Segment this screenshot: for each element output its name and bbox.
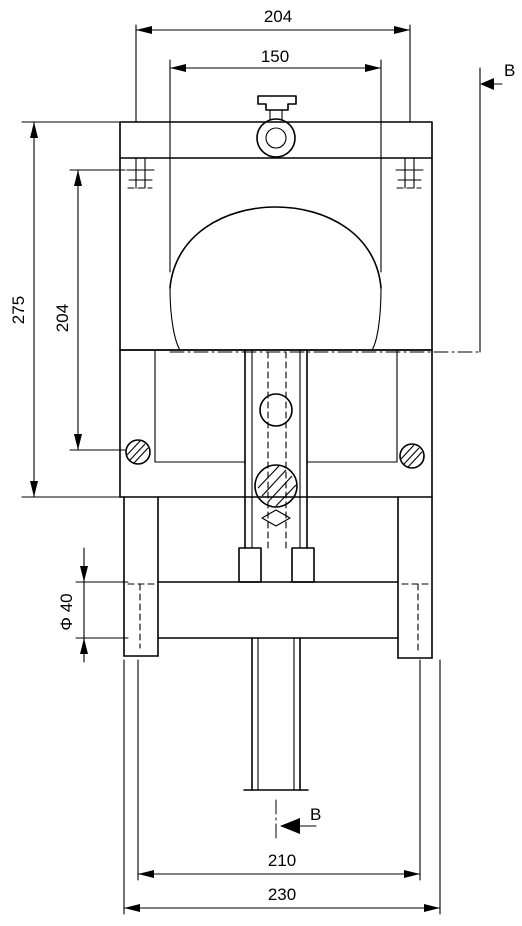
side-pin-left [125, 439, 151, 465]
lifting-eye [256, 95, 297, 158]
dimension-left-outer: 275 [9, 121, 131, 498]
section-marker-bottom: B [275, 799, 321, 839]
dimension-bottom-inner: 210 [137, 659, 421, 881]
dimension-label-bottom-inner: 210 [268, 851, 296, 870]
dimension-top-inner: 150 [169, 47, 382, 273]
middle-frame [119, 349, 433, 498]
dimension-bolt-diameter: Φ 40 [57, 547, 129, 663]
dimension-label-top-outer: 204 [264, 7, 292, 26]
drum [169, 206, 382, 351]
center-column [244, 349, 308, 549]
mounting-bolt-top-right [395, 157, 424, 189]
side-pin-right [399, 443, 425, 469]
dimension-label-bolt: Φ 40 [57, 593, 76, 630]
dimension-top-outer: 204 [135, 7, 411, 123]
bolt-crossbar [157, 581, 399, 639]
dimension-label-left-outer: 275 [9, 296, 28, 324]
dimension-label-top-inner: 150 [261, 47, 289, 66]
dimension-label-bottom-outer: 230 [268, 885, 296, 904]
mounting-bolt-top-left [126, 157, 155, 189]
upper-housing [119, 121, 433, 351]
dimension-bottom-outer: 230 [123, 659, 441, 915]
section-marker-top: B [479, 61, 515, 353]
dimension-label-left-inner: 204 [53, 304, 72, 332]
leg-right [397, 496, 433, 659]
clevis-right [291, 547, 315, 583]
section-label-top: B [504, 61, 515, 80]
dimension-left-inner: 204 [53, 169, 126, 451]
leg-left [123, 496, 159, 657]
lower-rod [243, 637, 309, 791]
clevis-left [238, 547, 262, 583]
section-label-bottom: B [310, 805, 321, 824]
